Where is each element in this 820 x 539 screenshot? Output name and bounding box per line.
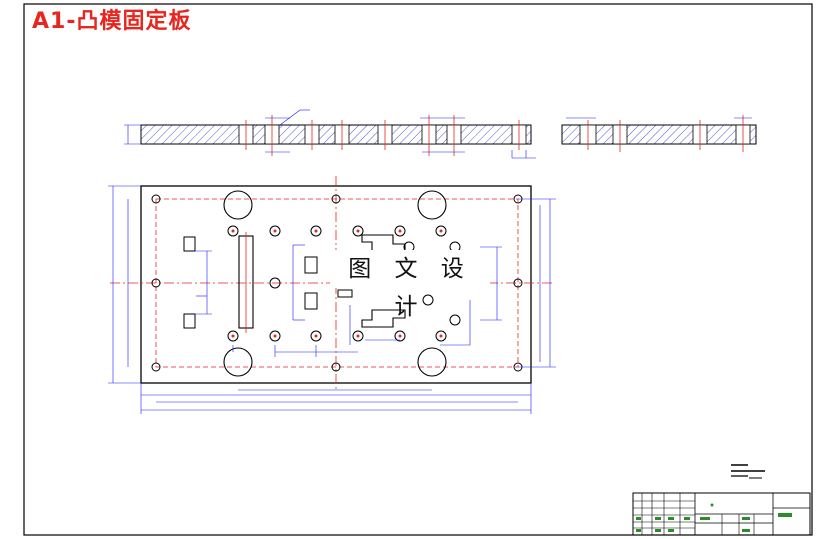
technical-notes (731, 464, 765, 479)
title-block (632, 492, 811, 536)
drawing-border (23, 3, 813, 536)
drawing-title: A1-凸模固定板 (32, 9, 192, 34)
watermark-label: 图 文 设 计 (330, 250, 490, 320)
section-view-main (124, 109, 536, 159)
section-view-side (561, 115, 757, 152)
plan-view (108, 176, 556, 414)
